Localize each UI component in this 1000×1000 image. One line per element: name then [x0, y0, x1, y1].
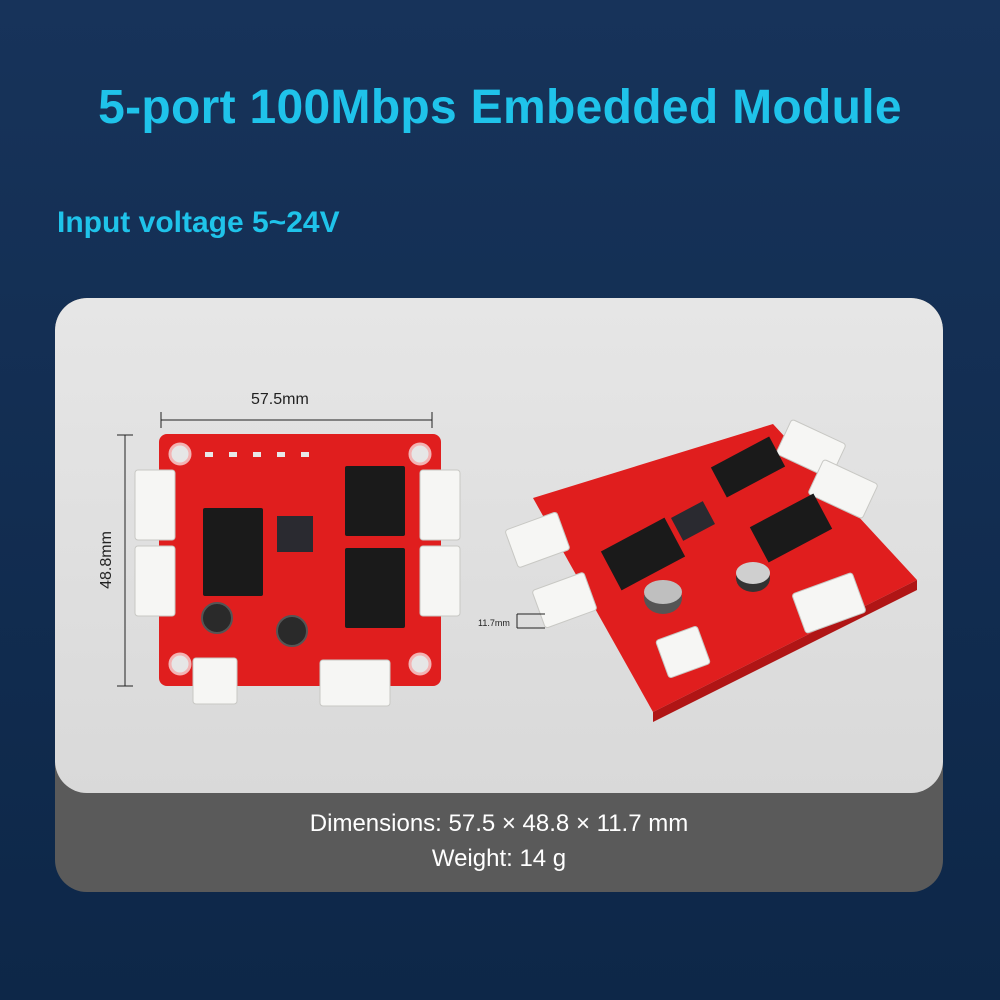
thickness-dimension-line	[516, 613, 545, 629]
height-dimension-line	[117, 434, 133, 687]
product-panel: 57.5mm 48.8mm 11.7mm Dimensions: 57.5 × …	[55, 298, 943, 892]
thickness-label: 11.7mm	[478, 618, 510, 628]
height-label: 48.8mm	[97, 531, 115, 589]
pcb-top	[134, 434, 461, 707]
product-image-area: 57.5mm 48.8mm 11.7mm	[55, 298, 943, 793]
pcb-perspective	[505, 419, 917, 722]
width-label: 57.5mm	[251, 391, 309, 408]
input-voltage-subtitle: Input voltage 5~24V	[57, 206, 340, 239]
dimensions-text: Dimensions: 57.5 × 48.8 × 11.7 mm	[309, 810, 689, 837]
page-title: 5-port 100Mbps Embedded Module	[98, 81, 902, 134]
weight-text: Weight: 14 g	[431, 845, 567, 872]
board-top-view	[117, 412, 917, 722]
width-dimension-line	[160, 412, 433, 428]
